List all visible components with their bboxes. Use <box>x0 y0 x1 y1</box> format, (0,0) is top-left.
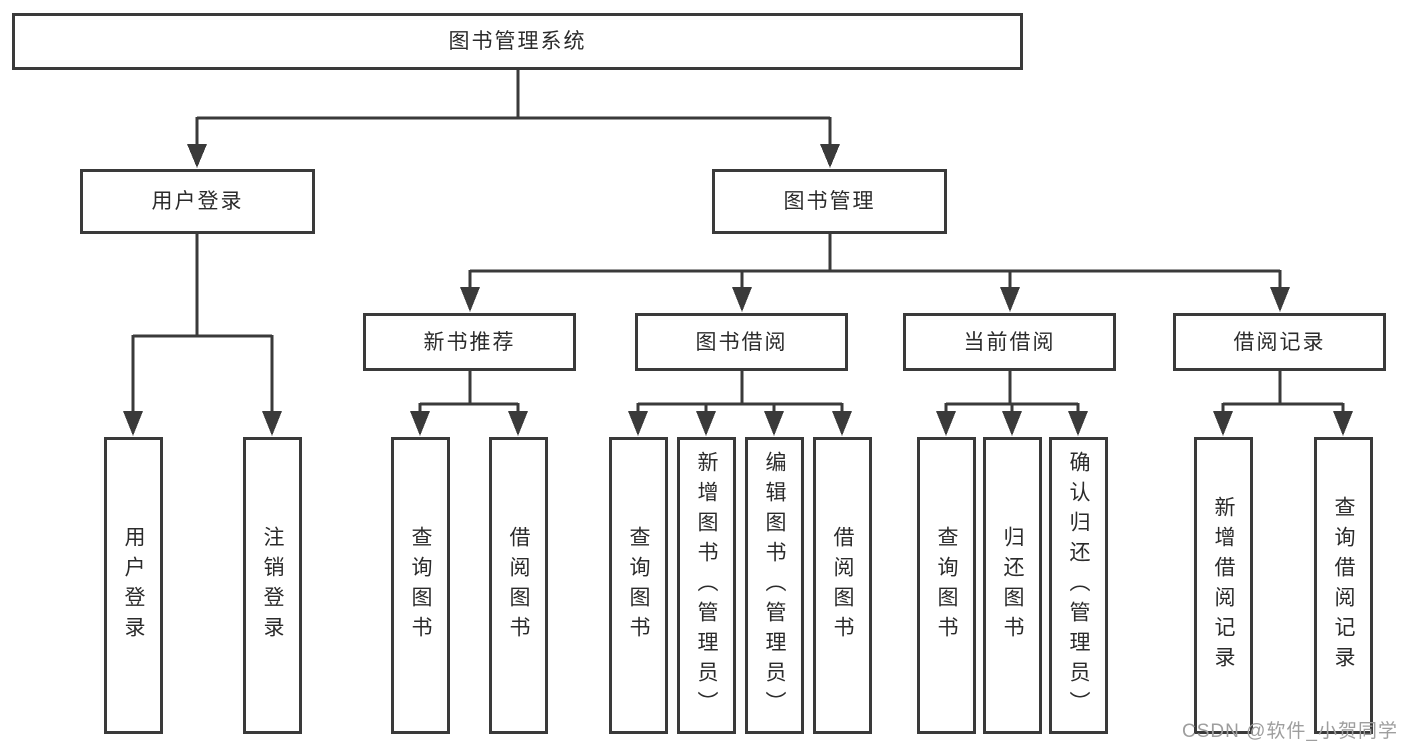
connector-root-to-branches <box>187 70 840 168</box>
node-new-book-recommend: 新书推荐 <box>363 313 576 371</box>
node-label: 查询图书 <box>935 525 958 646</box>
arrow-down-icon <box>1270 287 1290 312</box>
node-book-borrowing: 图书借阅 <box>635 313 848 371</box>
arrow-down-icon <box>187 144 207 168</box>
node-label: 借阅图书 <box>831 525 854 646</box>
leaf-query-books-recommend: 查询图书 <box>391 437 450 734</box>
arrow-down-icon <box>764 411 784 436</box>
leaf-edit-books-admin: 编辑图书（管理员） <box>745 437 804 734</box>
leaf-query-books-current: 查询图书 <box>917 437 976 734</box>
arrow-down-icon <box>410 411 430 436</box>
node-label: 新增借阅记录 <box>1212 495 1235 676</box>
arrow-down-icon <box>1068 411 1088 436</box>
node-label: 当前借阅 <box>963 330 1056 354</box>
arrow-down-icon <box>1002 411 1022 436</box>
leaf-borrow-books: 借阅图书 <box>813 437 872 734</box>
connector-book-borrowing-to-leaves <box>628 371 852 436</box>
node-current-borrowing: 当前借阅 <box>903 313 1116 371</box>
node-label: 借阅图书 <box>507 525 530 646</box>
leaf-borrow-books-recommend: 借阅图书 <box>489 437 548 734</box>
leaf-return-books: 归还图书 <box>983 437 1042 734</box>
node-library-management-system: 图书管理系统 <box>12 13 1023 70</box>
connector-borrowing-records-to-leaves <box>1213 371 1353 436</box>
node-user-login: 用户登录 <box>80 169 315 234</box>
node-label: 注销登录 <box>261 525 284 646</box>
connector-book-management-to-modules <box>460 234 1290 312</box>
leaf-user-login: 用户登录 <box>104 437 163 734</box>
arrow-down-icon <box>696 411 716 436</box>
watermark: CSDN @软件_小贺同学 <box>1182 721 1398 742</box>
node-label: 查询借阅记录 <box>1332 495 1355 676</box>
node-label: 图书借阅 <box>695 330 788 354</box>
leaf-query-borrow-record: 查询借阅记录 <box>1314 437 1373 734</box>
connector-new-book-recommend-to-leaves <box>410 371 528 436</box>
arrow-down-icon <box>820 144 840 168</box>
leaf-add-books-admin: 新增图书（管理员） <box>677 437 736 734</box>
arrow-down-icon <box>832 411 852 436</box>
arrow-down-icon <box>460 287 480 312</box>
arrow-down-icon <box>1213 411 1233 436</box>
arrow-down-icon <box>262 411 282 436</box>
node-label: 用户登录 <box>122 525 145 646</box>
node-book-management: 图书管理 <box>712 169 947 234</box>
node-label: 确认归还（管理员） <box>1067 450 1090 721</box>
connector-current-borrowing-to-leaves <box>936 371 1088 436</box>
node-label: 借阅记录 <box>1233 330 1326 354</box>
arrow-down-icon <box>732 287 752 312</box>
arrow-down-icon <box>123 411 143 436</box>
node-label: 编辑图书（管理员） <box>763 450 786 721</box>
node-borrowing-records: 借阅记录 <box>1173 313 1386 371</box>
arrow-down-icon <box>1000 287 1020 312</box>
leaf-confirm-return-admin: 确认归还（管理员） <box>1049 437 1108 734</box>
leaf-logout: 注销登录 <box>243 437 302 734</box>
arrow-down-icon <box>1333 411 1353 436</box>
node-label: 归还图书 <box>1001 525 1024 646</box>
node-label: 查询图书 <box>627 525 650 646</box>
leaf-query-books-borrowing: 查询图书 <box>609 437 668 734</box>
node-label: 图书管理系统 <box>448 30 587 53</box>
leaf-add-borrow-record: 新增借阅记录 <box>1194 437 1253 734</box>
node-label: 查询图书 <box>409 525 432 646</box>
node-label: 图书管理 <box>783 190 876 213</box>
node-label: 用户登录 <box>151 190 244 213</box>
arrow-down-icon <box>936 411 956 436</box>
node-label: 新增图书（管理员） <box>695 450 718 721</box>
arrow-down-icon <box>508 411 528 436</box>
arrow-down-icon <box>628 411 648 436</box>
connector-user-login-to-leaves <box>123 234 282 436</box>
node-label: 新书推荐 <box>423 330 516 354</box>
